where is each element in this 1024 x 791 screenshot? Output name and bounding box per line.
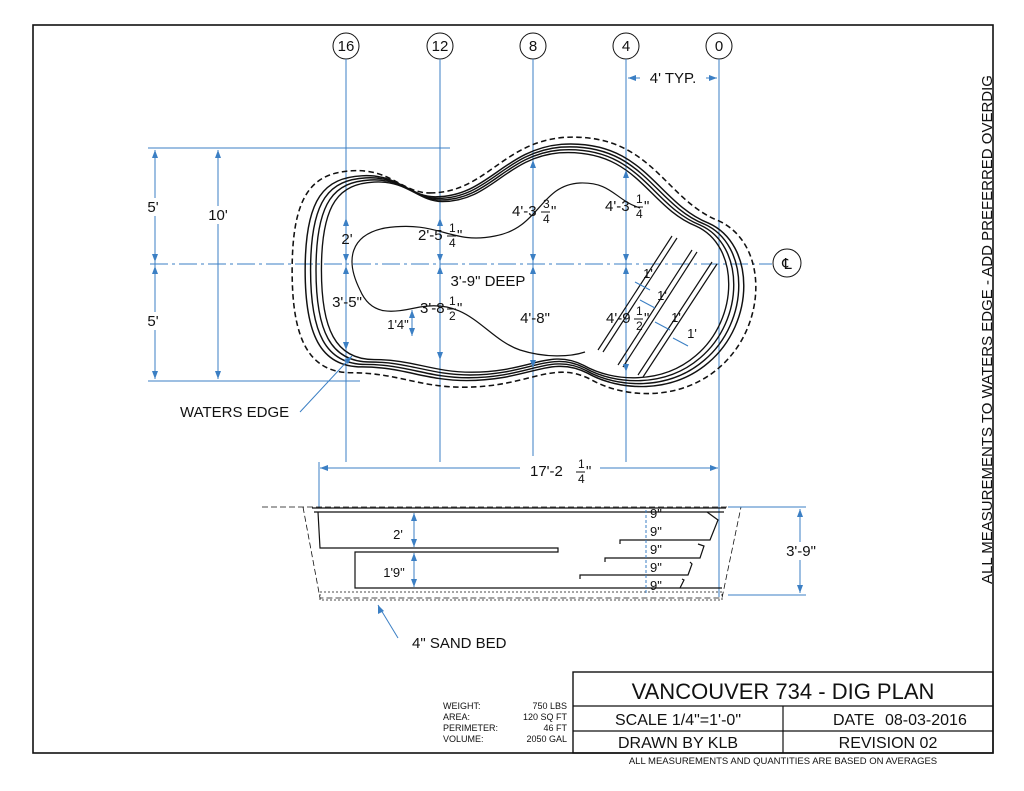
overall-length-dimension: 17'-2 1 4 " xyxy=(318,456,718,508)
dim-4-9-den: 2 xyxy=(636,319,643,333)
station-label-4: 4 xyxy=(622,38,630,55)
scale: SCALE 1/4"=1'-0" xyxy=(615,712,741,729)
svg-text:": " xyxy=(644,310,649,327)
dim-4-9-half: 4'-9 1 2 " xyxy=(606,304,649,333)
step-height-2: 9" xyxy=(650,524,662,539)
drawn-by: DRAWN BY KLB xyxy=(618,735,738,752)
spacing-label: 4' TYP. xyxy=(650,70,697,87)
depth-break-line xyxy=(351,182,641,291)
dim-5-bottom: 5' xyxy=(147,313,158,330)
step-width-4: 1' xyxy=(687,326,697,341)
spec-perimeter-value: 46 FT xyxy=(543,723,567,733)
dim-1-4: 1'4" xyxy=(387,310,415,336)
spec-weight-value: 750 LBS xyxy=(532,701,567,711)
dim-3-8-whole: 3'-8 xyxy=(420,300,445,317)
dim-4-8: 4'-8" xyxy=(520,310,550,327)
dim-2: 2' xyxy=(341,231,352,248)
dim-2-5-quarter: 2'-5 1 4 " xyxy=(418,221,462,250)
station-label-12: 12 xyxy=(432,38,449,55)
dim-4-3-34-num: 3 xyxy=(543,197,550,211)
sand-bed-callout: 4" SAND BED xyxy=(377,604,507,652)
depth-break-line-lower xyxy=(359,289,586,357)
section-depth: 3'-9" xyxy=(786,543,816,560)
spec-volume-value: 2050 GAL xyxy=(526,734,567,744)
station-marker-0: 0 xyxy=(705,32,733,60)
date-value: 08-03-2016 xyxy=(885,712,967,729)
station-label-0: 0 xyxy=(715,38,723,55)
spec-area-value: 120 SQ FT xyxy=(523,712,568,722)
station-marker-4: 4 xyxy=(612,32,640,60)
length-num: 1 xyxy=(578,457,585,471)
length-whole: 17'-2 xyxy=(530,463,563,480)
dim-4-3-one-quarter: 4'-3 1 4 " xyxy=(605,192,649,221)
step-height-5: 9" xyxy=(650,578,662,593)
svg-text:": " xyxy=(457,300,462,317)
waters-edge-callout: WATERS EDGE xyxy=(180,355,353,421)
section-dimensions: 2' 1'9" 9" 9" 9" 9" 9" 3'-9" xyxy=(383,506,824,596)
pool-outline xyxy=(291,136,757,395)
left-dimensions: 5' 10' 5' xyxy=(140,147,450,382)
step-width-1: 1' xyxy=(643,266,653,281)
depth-arrows xyxy=(343,160,629,372)
dim-2-5-num: 1 xyxy=(449,221,456,235)
spec-perimeter-label: PERIMETER: xyxy=(443,723,498,733)
dim-2-5-whole: 2'-5 xyxy=(418,227,443,244)
station-marker-8: 8 xyxy=(519,32,547,60)
section-dim-1-9: 1'9" xyxy=(383,565,405,580)
date-label: DATE xyxy=(833,712,874,729)
step-width-3: 1' xyxy=(671,310,681,325)
dim-2-5-den: 4 xyxy=(449,236,456,250)
dim-3-8-den: 2 xyxy=(449,309,456,323)
length-den: 4 xyxy=(578,472,585,486)
step-width-2: 1' xyxy=(657,288,667,303)
dim-5-top: 5' xyxy=(147,199,158,216)
station-marker-12: 12 xyxy=(426,32,454,60)
dim-4-3-14-num: 1 xyxy=(636,192,643,206)
station-label-16: 16 xyxy=(338,38,355,55)
svg-text:": " xyxy=(551,203,556,220)
revision: REVISION 02 xyxy=(839,735,938,752)
step-height-3: 9" xyxy=(650,542,662,557)
sheet-border xyxy=(32,24,994,754)
station-marker-16: 16 xyxy=(332,32,360,60)
dim-3-8-num: 1 xyxy=(449,294,456,308)
centerline-icon: ℄ xyxy=(781,256,792,273)
svg-text:": " xyxy=(586,463,591,480)
title: VANCOUVER 734 - DIG PLAN xyxy=(632,679,935,704)
section-dim-2: 2' xyxy=(393,527,403,542)
svg-text:": " xyxy=(644,198,649,215)
dim-10: 10' xyxy=(208,207,228,224)
dim-4-9-whole: 4'-9 xyxy=(606,310,631,327)
step-width-arrows xyxy=(634,281,689,347)
step-height-4: 9" xyxy=(650,560,662,575)
dim-3-8-half: 3'-8 1 2 " xyxy=(420,294,462,323)
dim-4-3-14-den: 4 xyxy=(636,207,643,221)
spec-weight-label: WEIGHT: xyxy=(443,701,481,711)
centerline: ℄ xyxy=(150,248,802,278)
specs-table: WEIGHT: 750 LBS AREA: 120 SQ FT PERIMETE… xyxy=(443,701,568,744)
plan-steps xyxy=(597,235,718,378)
side-note: ALL MEASUREMENTS TO WATERS EDGE - ADD PR… xyxy=(979,75,996,584)
dim-4-3-three-quarter: 4'-3 3 4 " xyxy=(512,197,556,226)
dim-4-3-34-den: 4 xyxy=(543,212,550,226)
station-label-8: 8 xyxy=(529,38,537,55)
svg-text:": " xyxy=(457,227,462,244)
dim-4-9-num: 1 xyxy=(636,304,643,318)
dim-1-4-label: 1'4" xyxy=(387,317,409,332)
dim-4-3-14-whole: 4'-3 xyxy=(605,198,630,215)
sand-bed xyxy=(319,591,723,601)
step-height-1: 9" xyxy=(650,506,662,521)
waters-edge-label: WATERS EDGE xyxy=(180,404,289,421)
dim-3-5: 3'-5" xyxy=(332,294,362,311)
title-block: VANCOUVER 734 - DIG PLAN SCALE 1/4"=1'-0… xyxy=(572,671,994,754)
spec-area-label: AREA: xyxy=(443,712,470,722)
footnote: ALL MEASUREMENTS AND QUANTITIES ARE BASE… xyxy=(629,756,937,767)
spec-volume-label: VOLUME: xyxy=(443,734,484,744)
section-view xyxy=(262,506,800,599)
deep-label: 3'-9" DEEP xyxy=(451,273,526,290)
spacing-dimension: 4' TYP. xyxy=(628,70,717,87)
dim-4-3-34-whole: 4'-3 xyxy=(512,203,537,220)
sand-bed-label: 4" SAND BED xyxy=(412,635,507,652)
